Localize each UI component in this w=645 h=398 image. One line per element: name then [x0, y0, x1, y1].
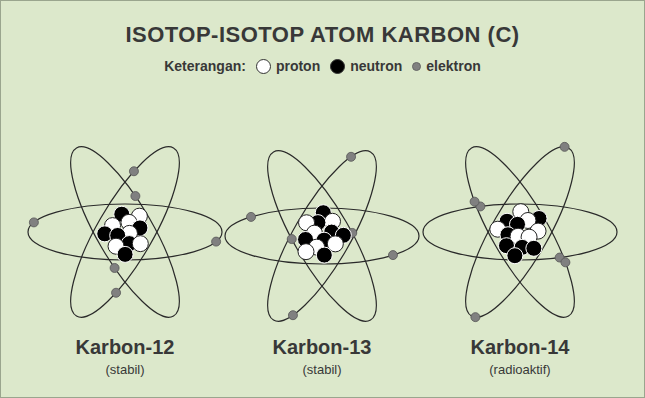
isotope-name: Karbon-14: [471, 336, 570, 359]
legend-swatch: [330, 59, 345, 74]
legend-item: neutron: [330, 58, 402, 74]
atom-figure: [28, 134, 222, 330]
proton-ball: [132, 236, 148, 252]
legend-text: elektron: [426, 58, 480, 74]
electron-dot: [560, 142, 569, 151]
stability-note: (stabil): [302, 362, 341, 377]
electron-orbit: [447, 134, 592, 330]
legend-heading: Keterangan:: [164, 58, 246, 74]
legend-swatch: [256, 59, 271, 74]
proton-ball: [298, 244, 314, 260]
electron-orbit: [52, 134, 197, 330]
stability-note: (radioaktif): [489, 362, 550, 377]
electron-dot: [470, 197, 479, 206]
electron-dot: [347, 152, 356, 161]
atom-figure: [423, 134, 617, 330]
legend-item: elektron: [412, 58, 480, 74]
electron-dot: [288, 311, 297, 320]
electron-orbit: [447, 134, 592, 330]
electron-orbit: [225, 208, 419, 264]
electron-dot: [110, 263, 119, 272]
legend-swatch: [412, 62, 421, 71]
neutron-ball: [117, 246, 133, 262]
neutron-ball: [507, 248, 523, 264]
title: ISOTOP-ISOTOP ATOM KARBON (C): [125, 22, 519, 48]
electron-dot: [561, 258, 570, 267]
electron-dot: [471, 313, 480, 322]
electron-orbit: [52, 134, 197, 330]
neutron-ball: [526, 240, 542, 256]
electron-dot: [129, 167, 138, 176]
isotope-name: Karbon-12: [76, 336, 175, 359]
legend-text: proton: [276, 58, 320, 74]
electron-orbit: [249, 138, 394, 334]
electron-dot: [247, 212, 256, 221]
legend-text: neutron: [350, 58, 402, 74]
isotope-name: Karbon-13: [273, 336, 372, 359]
legend-item: proton: [256, 58, 320, 74]
legend-row: Keterangan: proton neutron elektron: [0, 58, 645, 74]
atom-figure: [225, 138, 419, 334]
electron-dot: [29, 218, 38, 227]
electron-dot: [287, 235, 296, 244]
electron-orbit: [249, 138, 394, 334]
stability-note: (stabil): [105, 362, 144, 377]
electron-dot: [112, 288, 121, 297]
neutron-ball: [316, 247, 332, 263]
electron-dot: [388, 251, 397, 260]
electron-dot: [212, 237, 221, 246]
electron-dot: [131, 192, 140, 201]
